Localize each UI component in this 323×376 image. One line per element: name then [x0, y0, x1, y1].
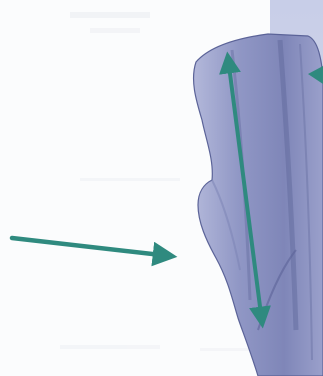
tooth-crown-cross-section — [194, 34, 323, 376]
arrow-right-icon — [12, 238, 170, 256]
